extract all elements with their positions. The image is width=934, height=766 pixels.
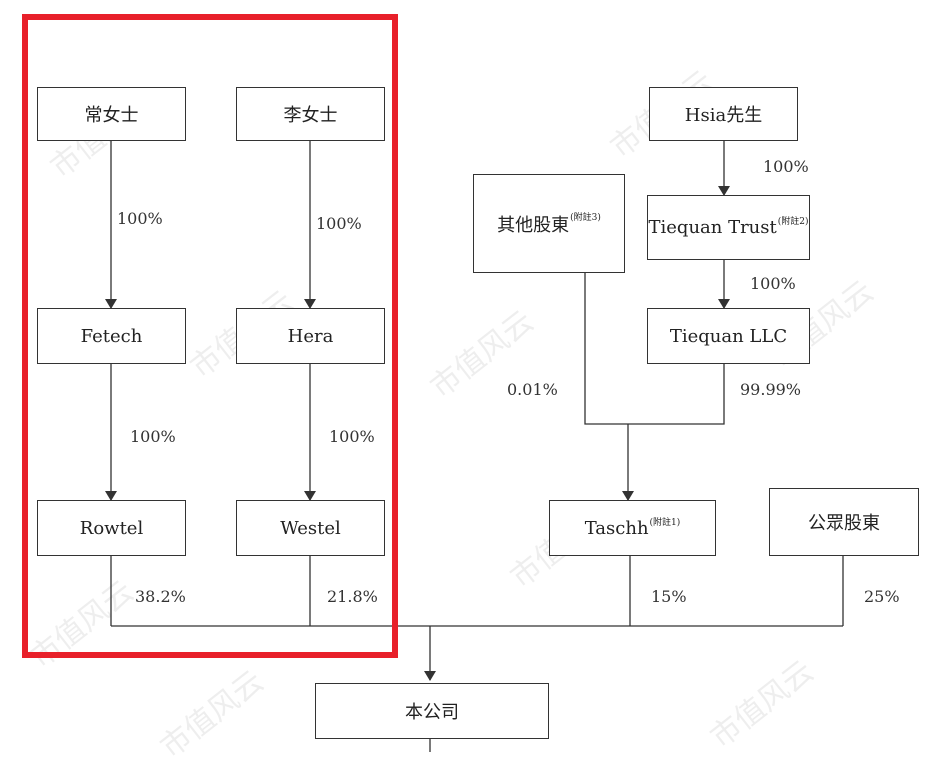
entity-tiequan-trust: Tiequan Trust(附註2) [647,195,810,260]
edge-other-llc-join [584,273,725,425]
entity-hsia: Hsia先生 [649,87,798,141]
entity-company-label: 本公司 [405,702,459,723]
entity-taschh: Taschh(附註1) [549,500,716,556]
pct-li-hera: 100% [316,214,362,233]
note-2: (附註2) [777,217,809,227]
entity-li: 李女士 [236,87,385,141]
pct-hera-westel: 100% [329,427,375,446]
pct-other-taschh: 0.01% [507,380,558,399]
pct-chang-fetech: 100% [117,209,163,228]
pct-hsia-trust: 100% [763,157,809,176]
note-3: (附註3) [570,213,601,223]
pct-rowtel-company: 38.2% [135,587,186,606]
pct-westel-company: 21.8% [327,587,378,606]
pct-trust-llc: 100% [750,274,796,293]
entity-tiequan-llc-label: Tiequan LLC [669,325,788,347]
entity-rowtel-label: Rowtel [79,517,144,539]
entity-tiequan-llc: Tiequan LLC [647,308,810,364]
entity-fetech-label: Fetech [80,325,143,347]
pct-fetech-rowtel: 100% [130,427,176,446]
entity-chang: 常女士 [37,87,186,141]
entity-tiequan-trust-label: Tiequan Trust [648,217,777,238]
entity-hera: Hera [236,308,385,364]
entity-rowtel: Rowtel [37,500,186,556]
entity-fetech: Fetech [37,308,186,364]
pct-public-company: 25% [864,587,900,606]
entity-westel: Westel [236,500,385,556]
note-1: (附註1) [649,517,681,528]
pct-taschh-company: 15% [651,587,687,606]
entity-other-shareholders: 其他股東(附註3) [473,174,625,273]
entity-public-shareholders: 公眾股東 [769,488,919,556]
entity-taschh-label: Taschh [584,517,649,539]
pct-llc-taschh: 99.99% [740,380,802,399]
entity-other-shareholders-label: 其他股東 [497,214,570,236]
highlight-box [22,14,398,658]
entity-company: 本公司 [315,683,549,739]
entity-public-shareholders-label: 公眾股東 [808,513,880,534]
entity-hsia-label: Hsia先生 [684,105,763,126]
entity-li-label: 李女士 [283,105,338,126]
entity-chang-label: 常女士 [84,105,139,126]
entity-hera-label: Hera [287,325,334,347]
entity-westel-label: Westel [280,517,341,539]
